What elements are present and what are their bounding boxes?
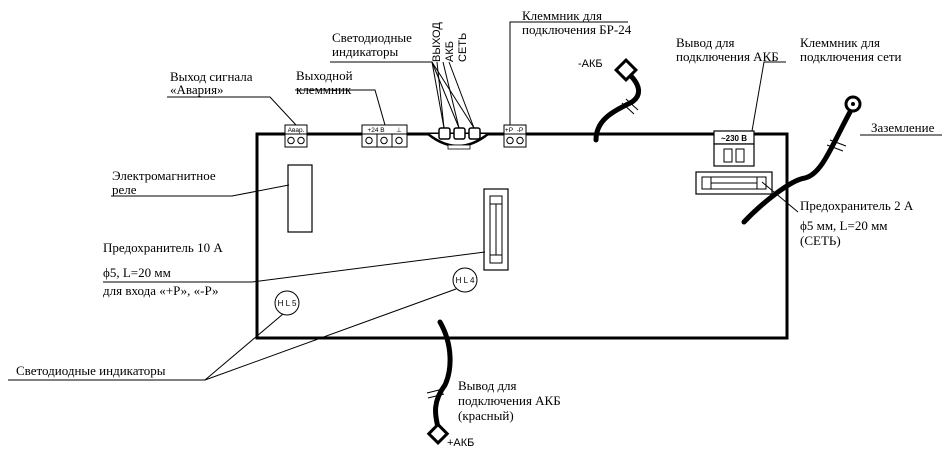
leds-top-label-2: индикаторы [332,44,399,59]
mains-label-1: Клеммник для [800,35,880,50]
akb-bottom-label-2: подключения АКБ [458,393,561,408]
hl5-marking: H L 5 [278,299,297,308]
relay-out-label-1: Выход сигнала [170,69,253,84]
alarm-terminal-marking: Авар. [288,127,305,134]
akb-plus-wire [426,319,453,446]
gnd-marking: ⊥ [396,127,402,134]
akb-minus-wire [593,57,641,143]
led-akb-label: АКБ [444,41,456,62]
fuse10-label-3: для входа «+Р», «-Р» [103,283,219,298]
relay-label-1: Электромагнитное [112,168,216,183]
mains-label-2: подключения сети [800,49,902,64]
hl4-marking: H L 4 [456,276,475,285]
mains-terminal-block: ~230 В [713,130,755,167]
relay-body [287,164,313,233]
relay-label-2: реле [112,182,137,197]
fuse2-label-3: (СЕТЬ) [800,233,841,248]
plus24-marking: +24 В [367,127,384,134]
ground-label: Заземление [871,120,935,135]
output-terminal-label-1: Выходной [296,68,353,83]
akb-bottom-label-1: Вывод для [458,378,517,393]
fuse-2a [695,171,773,195]
p-minus-marking: -Р [517,127,524,134]
v230-marking: ~230 В [721,134,747,143]
hl4-indicator: H L 4 [452,267,478,293]
hl5-indicator: H L 5 [274,290,300,316]
akb-top-label-2: подключения АКБ [676,49,779,64]
board-outline [255,132,789,340]
leader-lines [8,21,942,381]
fuse-10a [483,188,509,271]
akb-plus-label: +АКБ [447,437,474,449]
relay-out-label-2: «Авария» [170,82,224,97]
output-terminal-label-2: клеммник [296,82,352,97]
fuse2-label-1: Предохранитель 2 А [800,198,914,213]
akb-top-label-1: Вывод для [676,35,735,50]
led-net-label: СЕТЬ [457,33,469,62]
br24-terminal-block: +Р -Р [503,124,527,148]
ground-wire [741,95,862,225]
akb-bottom-label-3: (красный) [458,408,514,423]
leds-top-label-1: Светодиодные [332,30,412,45]
br24-label-1: Клеммник для [522,8,602,23]
fuse10-label-1: Предохранитель 10 А [103,240,223,255]
top-led-group [438,127,481,150]
output-terminal-block: +24 В ⊥ [361,124,408,148]
br24-label-2: подключения БР-24 [522,22,632,37]
akb-minus-label: -АКБ [578,58,603,70]
fuse10-label-2: ϕ5, L=20 мм [103,265,171,280]
led-out-label: ВЫХОД [431,22,443,62]
leds-bottom-label: Светодиодные индикаторы [16,363,166,378]
p-plus-marking: +Р [505,127,513,134]
fuse2-label-2: ϕ5 мм, L=20 мм [800,218,888,233]
alarm-terminal-block: Авар. [284,124,308,148]
